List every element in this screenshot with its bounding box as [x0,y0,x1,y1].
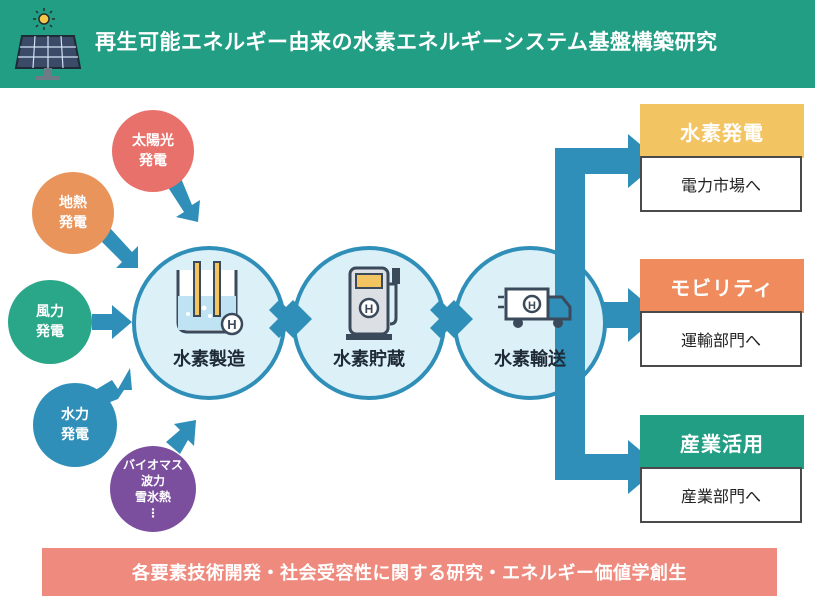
process-label-transport: 水素輸送 [494,349,566,370]
source-hydro-line1: 水力 [61,406,89,423]
source-other-line2: 波力 [140,473,165,488]
source-hydro-line2: 発電 [61,427,89,443]
source-other-line4: ⋮ [146,506,159,521]
reactor-icon: H [176,261,244,336]
source-wind: 風力発電 [8,280,92,364]
source-other: バイオマス 波力 雪氷熱 ⋮ [110,446,196,532]
header-banner: 再生可能エネルギー由来の水素エネルギーシステム基盤構築研究 [0,0,815,88]
source-wind-line1: 風力 [36,303,64,320]
hydrogen-station-icon: H [346,266,400,340]
svg-text:H: H [365,302,374,316]
output-industry-title: 産業活用 [640,415,804,469]
source-solar: 太陽光発電 [112,110,194,192]
arrow-geothermal [100,228,138,268]
arrow-wind [92,305,132,339]
svg-text:H: H [227,317,236,332]
source-geothermal-line1: 地熱 [59,194,87,211]
source-other-line3: 雪氷熱 [134,490,171,504]
output-power-title: 水素発電 [640,104,804,158]
footer-text: 各要素技術開発・社会受容性に関する研究・エネルギー価値学創生 [132,563,687,584]
footer-banner: 各要素技術開発・社会受容性に関する研究・エネルギー価値学創生 [42,548,777,596]
source-solar-line2: 発電 [139,153,167,169]
source-geothermal-line2: 発電 [59,215,87,231]
process-label-storage: 水素貯蔵 [333,349,405,370]
source-geothermal: 地熱発電 [32,172,114,254]
arrow-other [166,420,196,454]
output-power-sub: 電力市場へ [640,156,802,212]
output-mobility-title: モビリティ [640,259,804,313]
source-hydro: 水力発電 [33,383,117,467]
source-solar-line1: 太陽光 [132,132,174,149]
solar-panel-icon [14,8,82,80]
source-wind-line2: 発電 [36,324,64,340]
source-other-line1: バイオマス [122,457,183,472]
output-mobility-sub: 運輸部門へ [640,311,802,367]
output-industry-sub: 産業部門へ [640,467,802,523]
svg-text:H: H [528,300,536,312]
page-title: 再生可能エネルギー由来の水素エネルギーシステム基盤構築研究 [95,30,718,54]
process-label-manufacture: 水素製造 [173,349,245,370]
chevron-connectors [269,300,473,338]
truck-icon: H [498,287,572,328]
